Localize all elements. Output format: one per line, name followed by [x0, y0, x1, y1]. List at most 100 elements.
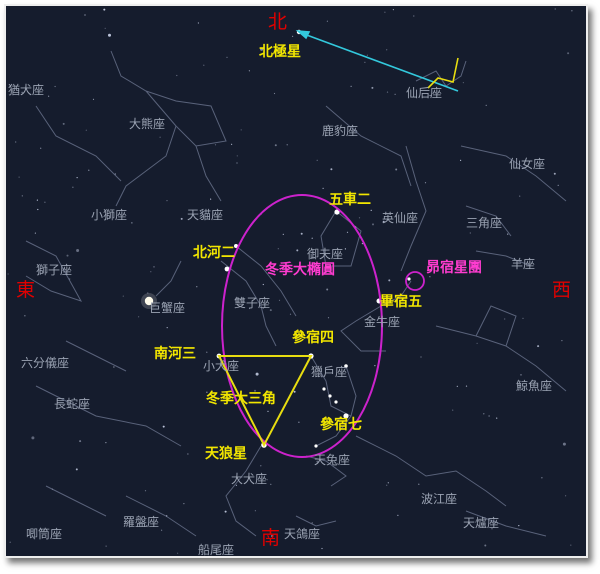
background-star — [537, 345, 540, 348]
background-star — [345, 368, 347, 370]
background-star — [330, 168, 333, 171]
background-star — [278, 299, 281, 301]
background-star — [177, 552, 179, 554]
label-aldebaran: 畢宿五 — [380, 293, 422, 310]
ursa-major-lines — [110, 50, 227, 147]
direction-west: 西 — [552, 279, 571, 301]
background-star — [338, 417, 341, 420]
background-star — [429, 94, 431, 97]
background-star — [491, 528, 493, 530]
background-star — [9, 541, 11, 543]
star-map-frame: 猶犬座 大熊座 仙后座 鹿豹座 仙女座 小獅座 天貓座 英仙座 三角座 御夫座 … — [4, 4, 588, 558]
ursa-major-legs-2 — [195, 145, 222, 202]
background-star — [84, 402, 86, 404]
background-star — [206, 391, 208, 393]
background-star — [260, 465, 262, 467]
bright-star-labels: 北極星 五車二 北河二 南河三 參宿四 參宿七 天狼星 畢宿五 — [154, 43, 422, 462]
background-star — [321, 547, 323, 550]
leo-lines — [25, 240, 83, 302]
star-dot-rigel — [343, 413, 349, 419]
auriga-lines — [320, 210, 362, 267]
background-star — [420, 356, 422, 358]
background-star — [72, 186, 74, 188]
label-columba: 天鴿座 — [284, 526, 320, 541]
star-dot-bellatrix — [344, 364, 348, 368]
background-star — [34, 232, 36, 234]
background-star — [462, 82, 464, 84]
label-winter-triangle: 冬季大三角 — [206, 390, 276, 407]
background-star — [69, 278, 71, 280]
background-star — [92, 98, 95, 100]
star-dot-pollux — [224, 266, 230, 272]
background-star — [131, 222, 133, 224]
background-star — [262, 283, 264, 286]
background-star — [358, 217, 361, 219]
background-star — [344, 248, 346, 250]
background-star — [159, 136, 161, 138]
background-star — [364, 61, 366, 63]
background-star — [504, 318, 506, 320]
ursa-major-legs — [115, 125, 177, 207]
orion-lines — [310, 355, 352, 447]
label-capella: 五車二 — [329, 191, 371, 208]
background-star — [108, 33, 111, 37]
background-star — [292, 35, 294, 37]
background-star — [496, 417, 498, 419]
background-star — [571, 10, 573, 12]
background-star — [520, 374, 522, 376]
background-star — [553, 172, 556, 175]
background-star — [541, 477, 543, 479]
background-star — [51, 488, 54, 490]
taurus-lines — [340, 305, 386, 352]
direction-south: 南 — [261, 527, 280, 549]
triangulum-lines — [465, 205, 512, 237]
background-star — [40, 147, 42, 149]
label-andromeda: 仙女座 — [509, 156, 545, 171]
background-star — [371, 86, 374, 89]
background-star — [197, 22, 199, 24]
background-star — [382, 220, 385, 223]
background-star — [267, 410, 269, 412]
background-star — [286, 144, 288, 146]
background-star — [183, 503, 185, 505]
direction-north: 北 — [268, 11, 287, 33]
background-star — [76, 249, 80, 252]
background-star — [562, 442, 566, 446]
background-star — [180, 217, 183, 220]
background-star — [274, 144, 277, 147]
star-dot-belt-3 — [334, 400, 338, 404]
label-triangulum: 三角座 — [466, 215, 502, 230]
background-star — [122, 295, 124, 297]
lynx-lines — [35, 105, 122, 182]
cassiopeia-lines — [415, 60, 467, 87]
background-star — [522, 317, 524, 319]
background-star — [386, 91, 389, 93]
sextans-lines — [65, 340, 127, 372]
background-star — [248, 307, 251, 310]
background-star — [224, 510, 227, 513]
background-star — [561, 340, 563, 342]
background-star — [322, 187, 324, 189]
star-dot-castor — [234, 244, 238, 248]
label-leo-minor: 小獅座 — [91, 207, 127, 222]
label-pollux: 北河二 — [193, 244, 235, 261]
background-star — [166, 200, 168, 202]
background-star — [293, 390, 296, 393]
label-perseus: 英仙座 — [382, 210, 418, 225]
background-star — [80, 404, 83, 407]
winter-triangle — [217, 355, 313, 448]
background-star — [75, 468, 78, 471]
label-cetus: 鯨魚座 — [516, 378, 552, 393]
label-taurus: 金牛座 — [364, 314, 400, 329]
star-dot-pleiades — [407, 277, 411, 281]
background-star — [289, 313, 292, 315]
background-star — [44, 201, 46, 203]
label-cancer: 巨蟹座 — [149, 300, 185, 315]
background-stars — [7, 8, 573, 554]
background-star — [266, 479, 268, 481]
background-star — [85, 129, 87, 131]
background-star — [350, 85, 352, 87]
background-star — [465, 385, 468, 387]
background-star — [298, 421, 300, 423]
pointer-line — [303, 33, 459, 92]
